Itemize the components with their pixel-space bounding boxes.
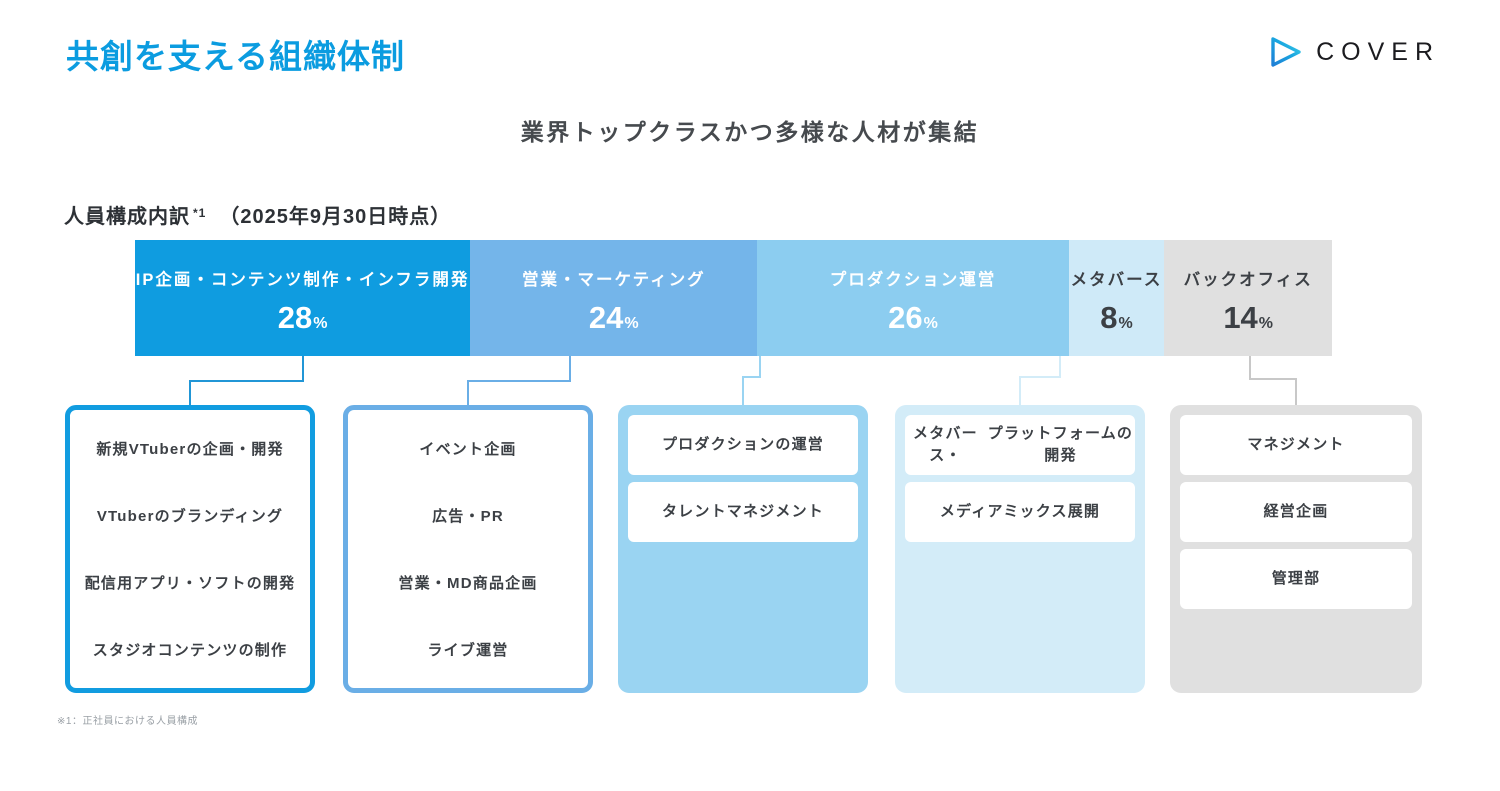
bar-segment-label: バックオフィス bbox=[1183, 271, 1313, 289]
section-date: （2025年9月30日時点） bbox=[219, 206, 452, 228]
department-card-line: イベント企画 bbox=[419, 441, 517, 459]
department-card[interactable]: 配信用アプリ・ソフトの開発 bbox=[80, 554, 300, 614]
department-card-line: タレントマネジメント bbox=[661, 503, 824, 521]
department-card-line: メタバース・ bbox=[913, 425, 978, 464]
bar-segment-label: プロダクション運営 bbox=[829, 271, 997, 289]
bar-segment: 営業・マーケティング 24% bbox=[470, 240, 758, 356]
department-card-line: 配信用アプリ・ソフト bbox=[84, 575, 247, 593]
bar-segment: バックオフィス 14% bbox=[1164, 240, 1332, 356]
department-card[interactable]: メディアミックス展開 bbox=[905, 482, 1135, 542]
department-card-line: 広告・PR bbox=[432, 508, 504, 526]
department-card-line: の開発 bbox=[246, 575, 296, 593]
department-card-line: メディアミックス展開 bbox=[939, 503, 1101, 521]
department-card[interactable]: 新規VTuberの企画・開発 bbox=[80, 420, 300, 480]
department-card[interactable]: VTuberのブランディング bbox=[80, 487, 300, 547]
composition-stacked-bar: IP企画・コンテンツ制作・インフラ開発 28% 営業・マーケティング 24% プロダクシ… bbox=[135, 240, 1332, 356]
department-card-line: 新規VTuberの企画・開発 bbox=[96, 441, 284, 459]
bar-segment-label: 営業・マーケティング bbox=[521, 271, 706, 289]
department-card[interactable]: スタジオコンテンツの制作 bbox=[80, 621, 300, 681]
cover-logo: COVER bbox=[1269, 36, 1440, 68]
department-card[interactable]: プロダクションの運営 bbox=[628, 415, 858, 475]
bar-segment-value: 28% bbox=[277, 300, 328, 335]
bar-segment: IP企画・コンテンツ制作・インフラ開発 28% bbox=[135, 240, 471, 356]
connector-line bbox=[467, 356, 571, 405]
logo-wordmark: COVER bbox=[1316, 37, 1440, 66]
department-card-line: VTuberのブランディング bbox=[96, 508, 284, 526]
department-card[interactable]: ライブ運営 bbox=[358, 621, 578, 681]
bar-segment-label: メタバース bbox=[1070, 271, 1163, 289]
bar-segment-value: 24% bbox=[588, 300, 639, 335]
department-card-line: マネジメント bbox=[1247, 436, 1345, 454]
department-card[interactable]: タレントマネジメント bbox=[628, 482, 858, 542]
department-card[interactable]: マネジメント bbox=[1180, 415, 1412, 475]
bar-segment: プロダクション運営 26% bbox=[757, 240, 1069, 356]
bar-segment-value: 14% bbox=[1223, 300, 1274, 335]
department-card-line: プラットフォームの開発 bbox=[987, 425, 1134, 464]
connector-line bbox=[1019, 356, 1061, 405]
department-card-line: ライブ運営 bbox=[427, 642, 509, 660]
department-card[interactable]: イベント企画 bbox=[358, 420, 578, 480]
department-card[interactable]: 経営企画 bbox=[1180, 482, 1412, 542]
connector-line bbox=[189, 356, 304, 405]
department-card[interactable]: メタバース・プラットフォームの開発 bbox=[905, 415, 1135, 475]
department-column: メタバース・プラットフォームの開発メディアミックス展開 bbox=[895, 405, 1145, 693]
department-column: マネジメント経営企画管理部 bbox=[1170, 405, 1422, 693]
slide-subtitle: 業界トップクラスかつ多様な人材が集結 bbox=[520, 119, 980, 145]
footnote-marker: *1 bbox=[193, 206, 207, 220]
department-card-line: プロダクションの運営 bbox=[661, 436, 824, 454]
play-triangle-icon bbox=[1269, 36, 1303, 68]
bar-segment-value: 8% bbox=[1100, 300, 1133, 335]
bar-segment-label: IP企画・コンテンツ制作・インフラ開発 bbox=[135, 271, 470, 289]
department-card-line: スタジオコンテンツの制作 bbox=[92, 642, 288, 660]
department-card[interactable]: 管理部 bbox=[1180, 549, 1412, 609]
department-column: イベント企画広告・PR 営業・MD商品企画ライブ運営 bbox=[343, 405, 593, 693]
section-label-text: 人員構成内訳 bbox=[64, 206, 190, 228]
department-card[interactable]: 広告・PR bbox=[358, 487, 578, 547]
page-title: 共創を支える組織体制 bbox=[66, 38, 406, 75]
department-card[interactable]: 営業・MD商品企画 bbox=[358, 554, 578, 614]
department-card-line: 管理部 bbox=[1271, 570, 1321, 588]
connector-line bbox=[742, 356, 761, 405]
footnote-text: ※1：正社員における人員構成 bbox=[57, 716, 198, 727]
bar-segment-value: 26% bbox=[888, 300, 938, 335]
department-card-line: 営業・MD商品企画 bbox=[398, 575, 538, 593]
bar-segment: メタバース 8% bbox=[1068, 240, 1165, 356]
department-card-line: 経営企画 bbox=[1263, 503, 1329, 521]
department-column: プロダクションの運営タレントマネジメント bbox=[618, 405, 868, 693]
section-label: 人員構成内訳 *1 （2025年9月30日時点） bbox=[64, 200, 451, 229]
department-column: 新規VTuberの企画・開発 VTuberのブランディング配信用アプリ・ソフトの開… bbox=[65, 405, 315, 693]
connector-line bbox=[1249, 356, 1297, 405]
